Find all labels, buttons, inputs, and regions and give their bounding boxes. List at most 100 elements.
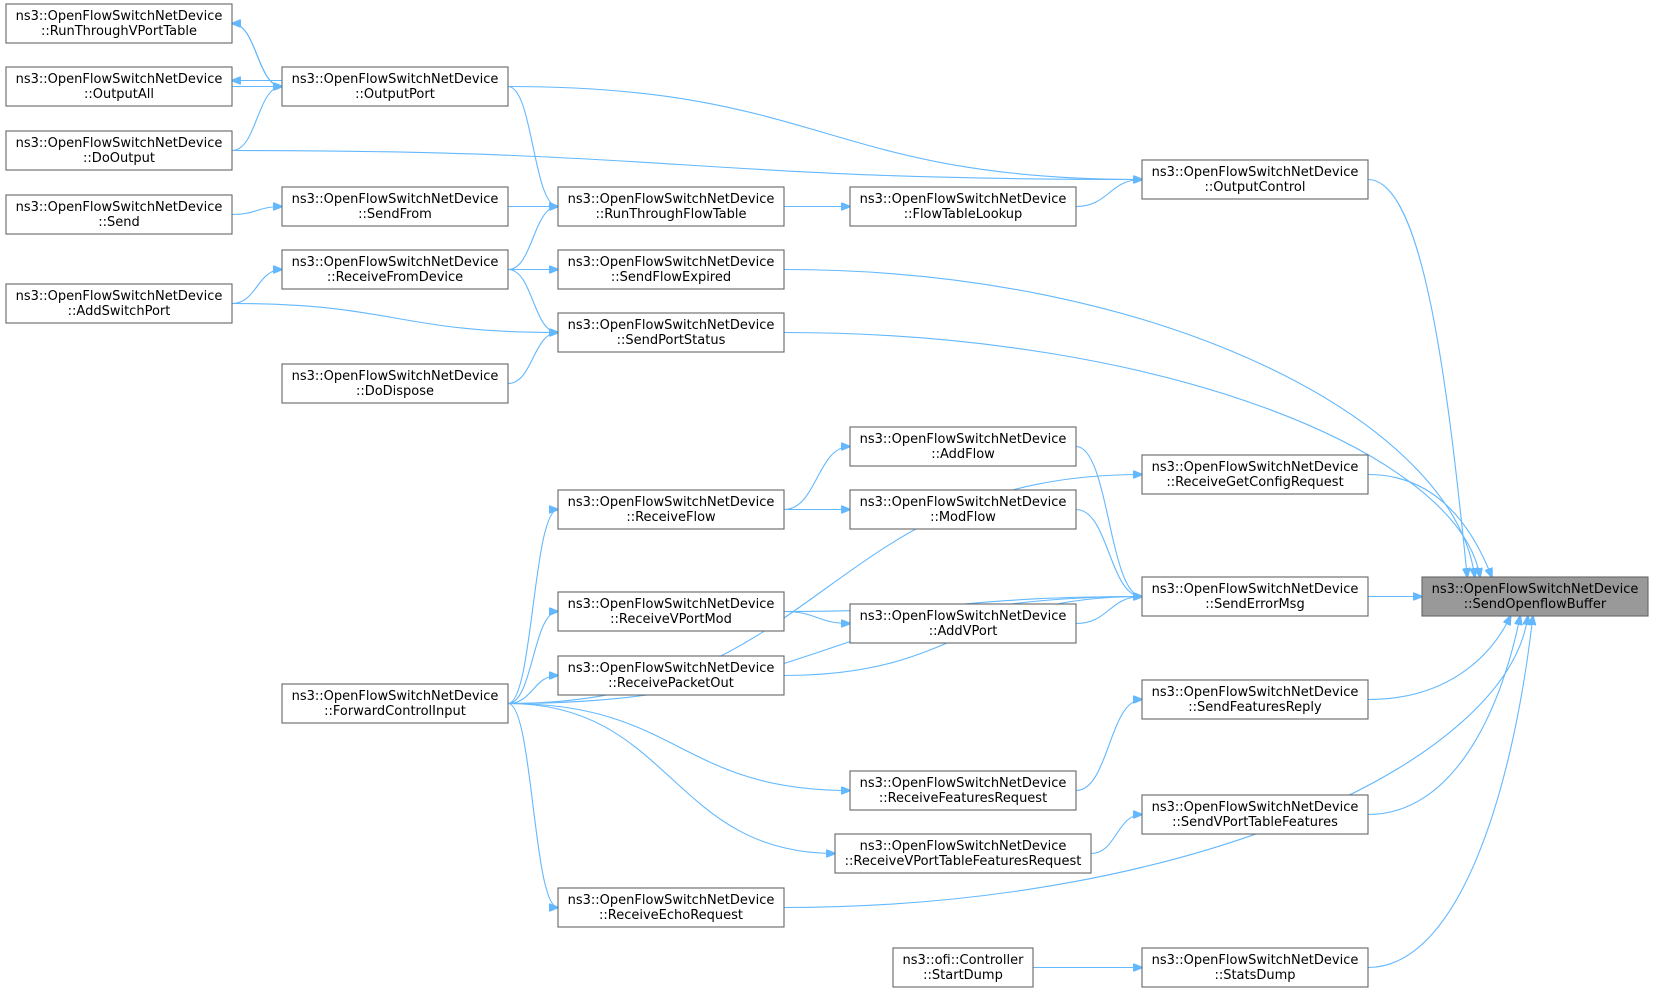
node-receive-vport-table-features-request[interactable]: ns3::OpenFlowSwitchNetDevice::ReceiveVPo… [834,833,1092,874]
node-box [5,130,233,171]
node-method-label: ::RunThroughFlowTable [596,207,747,222]
node-send-flow-expired[interactable]: ns3::OpenFlowSwitchNetDevice::SendFlowEx… [557,249,785,290]
node-namespace-label: ns3::OpenFlowSwitchNetDevice [568,597,775,612]
node-send-vport-table-features[interactable]: ns3::OpenFlowSwitchNetDevice::SendVPortT… [1141,794,1369,835]
node-receive-flow[interactable]: ns3::OpenFlowSwitchNetDevice::ReceiveFlo… [557,489,785,530]
node-box [281,186,509,227]
edge-add-vport-to-send-error-msg [1075,597,1142,625]
node-run-through-flow-table[interactable]: ns3::OpenFlowSwitchNetDevice::RunThrough… [557,186,785,227]
edge-forward-control-input-to-receive-echo-request [507,702,558,908]
node-box [281,66,509,107]
node-box [1141,679,1369,720]
edge-receive-features-request-to-send-features-reply [1075,700,1142,792]
node-add-switch-port[interactable]: ns3::OpenFlowSwitchNetDevice::AddSwitchP… [5,283,233,324]
edge-line [507,676,558,705]
node-method-label: ::DoOutput [83,151,155,166]
node-method-label: ::OutputAll [84,87,154,102]
edge-line [507,85,558,207]
edge-line [507,702,835,854]
node-box [1421,576,1649,617]
edge-send-vport-table-features-to-send-openflow-buffer [1367,616,1520,816]
node-box [557,591,785,632]
node-method-label: ::AddVPort [929,624,998,639]
node-output-port[interactable]: ns3::OpenFlowSwitchNetDevice::OutputPort [281,66,509,107]
edge-line [783,447,850,511]
node-do-output[interactable]: ns3::OpenFlowSwitchNetDevice::DoOutput [5,130,233,171]
edge-line [507,207,558,271]
node-run-through-vport-table[interactable]: ns3::OpenFlowSwitchNetDevice::RunThrough… [5,3,233,44]
edge-receive-get-config-request-to-send-openflow-buffer [1367,473,1492,578]
node-box [849,770,1077,811]
node-method-label: ::FlowTableLookup [904,207,1023,222]
node-add-vport[interactable]: ns3::OpenFlowSwitchNetDevice::AddVPort [849,603,1077,644]
node-method-label: ::SendFeaturesReply [1188,700,1322,715]
node-send[interactable]: ns3::OpenFlowSwitchNetDevice::Send [5,194,233,235]
edge-add-flow-to-send-error-msg [1075,445,1142,597]
node-namespace-label: ns3::OpenFlowSwitchNetDevice [568,893,775,908]
node-forward-control-input[interactable]: ns3::OpenFlowSwitchNetDevice::ForwardCon… [281,683,509,724]
edge-line [231,87,282,152]
edge-send-flow-expired-to-send-openflow-buffer [783,268,1475,578]
node-flow-table-lookup[interactable]: ns3::OpenFlowSwitchNetDevice::FlowTableL… [849,186,1077,227]
node-receive-get-config-request[interactable]: ns3::OpenFlowSwitchNetDevice::ReceiveGet… [1141,454,1369,495]
node-method-label: ::SendFlowExpired [611,270,731,285]
node-namespace-label: ns3::OpenFlowSwitchNetDevice [1152,582,1359,597]
node-namespace-label: ns3::OpenFlowSwitchNetDevice [1432,582,1639,597]
edge-line [783,268,1475,578]
node-namespace-label: ns3::OpenFlowSwitchNetDevice [860,776,1067,791]
node-method-label: ::OutputPort [355,87,435,102]
node-receive-echo-request[interactable]: ns3::OpenFlowSwitchNetDevice::ReceiveEch… [557,887,785,928]
node-box [849,489,1077,530]
node-mod-flow[interactable]: ns3::OpenFlowSwitchNetDevice::ModFlow [849,489,1077,530]
node-send-error-msg[interactable]: ns3::OpenFlowSwitchNetDevice::SendErrorM… [1141,576,1369,617]
node-send-features-reply[interactable]: ns3::OpenFlowSwitchNetDevice::SendFeatur… [1141,679,1369,720]
node-namespace-label: ns3::OpenFlowSwitchNetDevice [16,9,223,24]
edges-layer [232,24,1533,968]
node-namespace-label: ns3::OpenFlowSwitchNetDevice [16,136,223,151]
edge-stats-dump-to-send-openflow-buffer [1367,616,1533,969]
node-method-label: ::ForwardControlInput [324,704,466,719]
node-start-dump[interactable]: ns3::ofi::Controller::StartDump [892,947,1034,988]
edge-output-control-to-send-openflow-buffer [1367,178,1467,578]
edge-line [1367,616,1533,969]
node-receive-packet-out[interactable]: ns3::OpenFlowSwitchNetDevice::ReceivePac… [557,655,785,696]
edge-line [783,331,1480,578]
node-receive-from-device[interactable]: ns3::OpenFlowSwitchNetDevice::ReceiveFro… [281,249,509,290]
node-receive-vport-mod[interactable]: ns3::OpenFlowSwitchNetDevice::ReceiveVPo… [557,591,785,632]
node-namespace-label: ns3::OpenFlowSwitchNetDevice [568,192,775,207]
node-namespace-label: ns3::OpenFlowSwitchNetDevice [16,72,223,87]
node-method-label: ::ReceiveGetConfigRequest [1166,475,1343,490]
edge-line [507,85,1142,180]
edge-line [231,207,282,216]
node-box [849,186,1077,227]
node-stats-dump[interactable]: ns3::OpenFlowSwitchNetDevice::StatsDump [1141,947,1369,988]
edge-line [783,610,850,624]
edge-line [507,702,850,791]
node-namespace-label: ns3::OpenFlowSwitchNetDevice [1152,460,1359,475]
edge-receive-vport-mod-to-add-vport [783,610,850,624]
node-add-flow[interactable]: ns3::OpenFlowSwitchNetDevice::AddFlow [849,426,1077,467]
node-namespace-label: ns3::OpenFlowSwitchNetDevice [1152,165,1359,180]
node-namespace-label: ns3::OpenFlowSwitchNetDevice [1152,800,1359,815]
edge-do-dispose-to-send-port-status [507,333,558,385]
node-send-port-status[interactable]: ns3::OpenFlowSwitchNetDevice::SendPortSt… [557,312,785,353]
node-box [5,283,233,324]
edge-forward-control-input-to-send-error-msg [507,597,1142,705]
edge-output-port-to-run-through-flow-table [507,85,558,207]
node-method-label: ::ModFlow [930,510,996,525]
node-method-label: ::StartDump [923,968,1003,983]
node-namespace-label: ns3::OpenFlowSwitchNetDevice [292,689,499,704]
node-output-control[interactable]: ns3::OpenFlowSwitchNetDevice::OutputCont… [1141,159,1369,200]
node-receive-features-request[interactable]: ns3::OpenFlowSwitchNetDevice::ReceiveFea… [849,770,1077,811]
edge-line [507,612,558,705]
node-do-dispose[interactable]: ns3::OpenFlowSwitchNetDevice::DoDispose [281,363,509,404]
node-namespace-label: ns3::OpenFlowSwitchNetDevice [568,255,775,270]
node-send-openflow-buffer[interactable]: ns3::OpenFlowSwitchNetDevice::SendOpenfl… [1421,576,1649,617]
edge-line [1367,178,1467,578]
node-box [281,363,509,404]
node-output-all[interactable]: ns3::OpenFlowSwitchNetDevice::OutputAll [5,66,233,107]
node-box [5,3,233,44]
node-send-from[interactable]: ns3::OpenFlowSwitchNetDevice::SendFrom [281,186,509,227]
node-box [849,603,1077,644]
edge-forward-control-input-to-receive-features-request [507,702,850,791]
